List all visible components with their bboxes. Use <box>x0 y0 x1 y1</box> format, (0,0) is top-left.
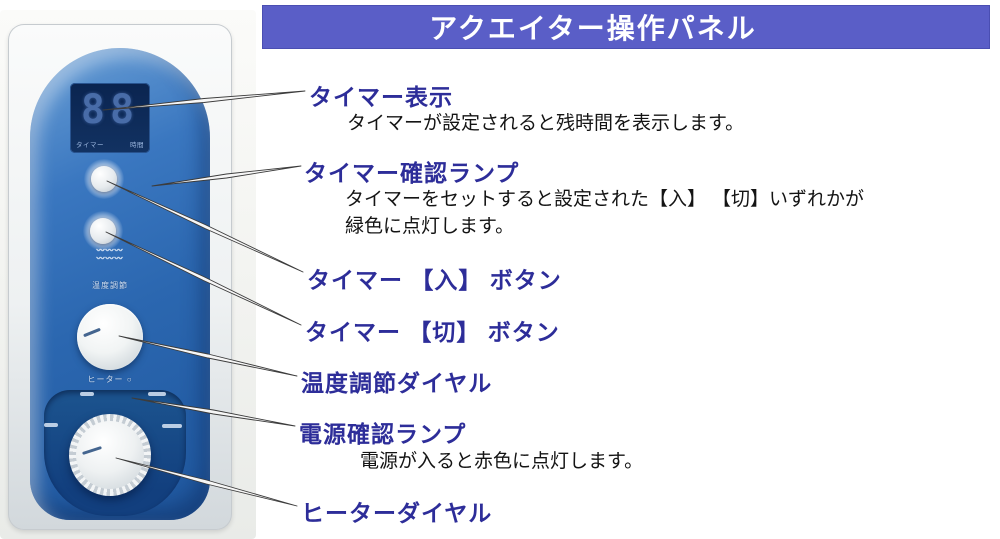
heater-tick-label <box>80 392 94 396</box>
annotation-timer-lamp-desc: タイマーをセットすると設定された【入】 【切】いずれかが 緑色に点灯します。 <box>345 186 864 240</box>
heater-tick-label <box>148 392 166 396</box>
temperature-dial-pointer <box>83 327 101 338</box>
annotation-timer-display-desc: タイマーが設定されると残時間を表示します。 <box>347 112 745 134</box>
annotation-timer-on-button: タイマー 【入】 ボタン <box>307 267 562 293</box>
temperature-dial[interactable] <box>77 304 143 370</box>
timer-off-button[interactable] <box>90 218 116 244</box>
title-banner: アクエイター操作パネル <box>262 5 990 49</box>
annotation-heater-dial: ヒーターダイヤル <box>301 500 493 526</box>
annotation-timer-off-button: タイマー 【切】 ボタン <box>305 319 560 345</box>
timer-display-digits: 88 <box>80 87 140 133</box>
timer-display-captions: タイマー 時間 <box>70 139 150 149</box>
desc-line: 緑色に点灯します。 <box>345 215 515 237</box>
annotation-power-lamp-desc: 電源が入ると赤色に点灯します。 <box>360 450 644 472</box>
heater-dial-face <box>76 421 144 489</box>
heater-dial[interactable] <box>69 414 151 496</box>
display-caption-right: 時間 <box>130 142 144 149</box>
heater-caption: ヒーター ○ <box>87 375 133 384</box>
heater-side-label <box>44 423 58 427</box>
annotation-temp-dial: 温度調節ダイヤル <box>301 370 493 396</box>
temp-dial-caption: 温度調節 <box>92 281 128 290</box>
heater-dial-pointer <box>82 445 102 456</box>
display-caption-left: タイマー <box>76 142 104 149</box>
annotation-timer-lamp: タイマー確認ランプ <box>304 160 520 186</box>
logo-wave-row: 〰〰〰 <box>96 254 124 263</box>
timer-display: 88 タイマー 時間 <box>70 83 150 153</box>
annotation-timer-display: タイマー表示 <box>309 84 453 110</box>
annotation-power-lamp: 電源確認ランプ <box>299 421 467 447</box>
heater-side-label <box>162 424 182 428</box>
brand-logo: 〰〰〰 〰〰〰 <box>80 247 140 267</box>
page-title: アクエイター操作パネル <box>429 13 757 44</box>
timer-on-button[interactable] <box>91 166 117 192</box>
desc-line: タイマーをセットすると設定された【入】 【切】いずれかが <box>345 188 865 210</box>
